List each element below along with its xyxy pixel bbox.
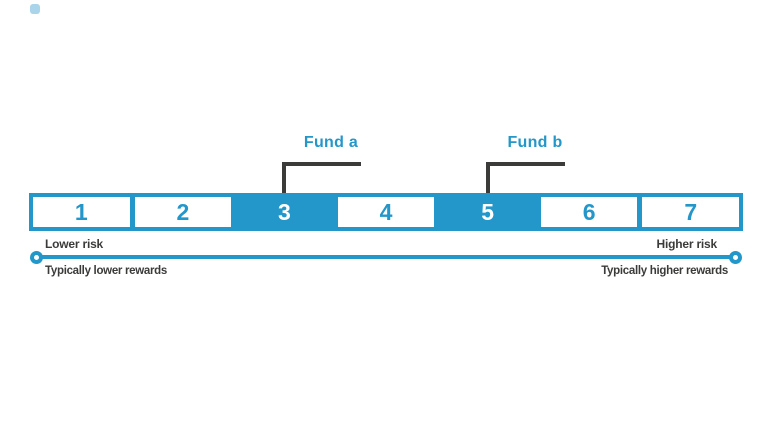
scale-segment-3-selected: 3 <box>236 197 333 227</box>
segment-number: 7 <box>684 198 698 225</box>
scale-segment-7: 7 <box>642 197 740 227</box>
segment-number: 6 <box>582 198 596 225</box>
scale-segment-5-selected: 5 <box>439 197 536 227</box>
segment-number: 2 <box>176 198 190 225</box>
segment-number: 4 <box>379 198 393 225</box>
line-endpoint-left-circle <box>30 251 43 264</box>
fund-label-2: Fund b <box>507 134 563 151</box>
typically-lower-rewards-label: Typically lower rewards <box>45 265 167 277</box>
fund-label-1: Fund a <box>303 134 359 151</box>
fund-bracket-vertical-1 <box>282 162 286 193</box>
risk-scale-bar: 1 2 3 4 5 6 7 <box>29 193 743 231</box>
fund-bracket-horizontal-1 <box>282 162 361 166</box>
risk-spectrum-line <box>40 255 734 259</box>
segment-number: 3 <box>278 198 291 225</box>
typically-higher-rewards-label: Typically higher rewards <box>601 265 728 277</box>
fund-bracket-vertical-2 <box>486 162 490 193</box>
lower-risk-label: Lower risk <box>45 237 104 251</box>
scale-segment-6: 6 <box>540 197 638 227</box>
scale-segment-4: 4 <box>337 197 435 227</box>
scale-segment-2: 2 <box>134 197 232 227</box>
line-endpoint-right-circle <box>729 251 742 264</box>
fund-bracket-horizontal-2 <box>486 162 565 166</box>
corner-dot <box>30 4 40 14</box>
segment-number: 5 <box>481 198 494 225</box>
segment-number: 1 <box>74 198 88 225</box>
higher-risk-label: Higher risk <box>656 237 718 251</box>
scale-segment-1: 1 <box>33 197 130 227</box>
